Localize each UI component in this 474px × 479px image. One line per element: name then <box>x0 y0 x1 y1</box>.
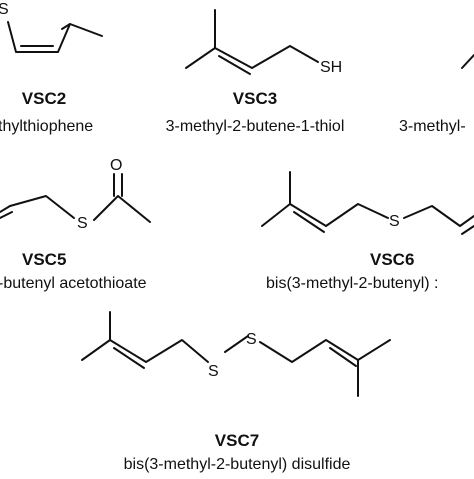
vsc2-structure: S <box>0 1 103 53</box>
vsc5-structure: S O <box>0 157 151 232</box>
vsc6-code: VSC6 <box>370 250 414 269</box>
vsc7-sulfur-atom-1: S <box>208 363 219 380</box>
vsc3-structure: SH <box>185 9 342 76</box>
vsc3-name: 3-methyl-2-butene-1-thiol <box>166 118 345 135</box>
vsc5-oxygen-atom: O <box>110 157 122 174</box>
vsc2-code: VSC2 <box>22 89 66 108</box>
vsc2-sulfur-atom: S <box>0 1 9 18</box>
vsc5-sulfur-atom: S <box>77 215 88 232</box>
vsc7-structure: S S <box>81 311 391 397</box>
vsc7-name: bis(3-methyl-2-butenyl) disulfide <box>124 456 351 473</box>
vsc5-name: -butenyl acetothioate <box>0 275 147 292</box>
vsc2-name: thylthiophene <box>0 118 93 135</box>
vsc7-sulfur-atom-2: S <box>246 331 257 348</box>
vsc5-code: VSC5 <box>22 250 66 269</box>
vsc6-sulfur-atom: S <box>389 213 400 230</box>
vsc4-name: 3-methyl- <box>399 118 466 135</box>
vsc6-name: bis(3-methyl-2-butenyl) : <box>266 275 439 292</box>
vsc4-structure-fragment <box>461 54 474 69</box>
vsc6-structure: S <box>261 171 474 235</box>
vsc7-code: VSC7 <box>215 431 259 450</box>
vsc3-code: VSC3 <box>233 89 277 108</box>
vsc3-thiol-group: SH <box>320 59 342 76</box>
